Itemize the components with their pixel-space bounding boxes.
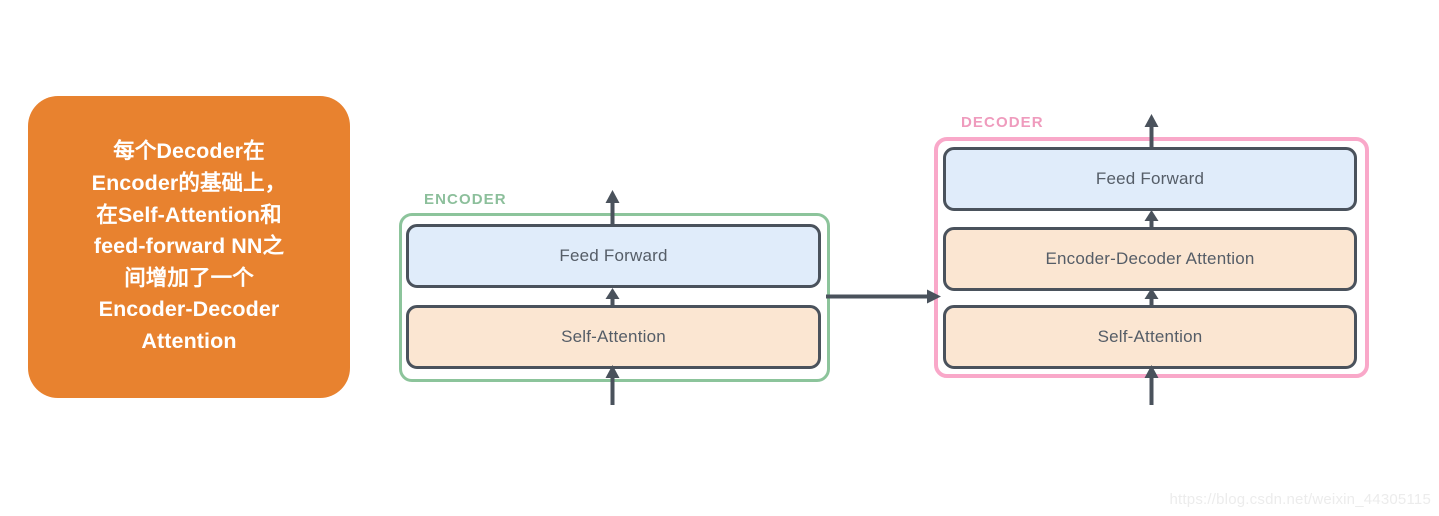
decoder-upper-internal-arrow (1143, 210, 1160, 228)
decoder-self-attention-block[interactable]: Self-Attention (943, 305, 1357, 369)
decoder-self-attention-label: Self-Attention (1097, 327, 1203, 346)
encoder-feed-forward-block[interactable]: Feed Forward (406, 224, 821, 288)
decoder-output-arrow (1143, 114, 1160, 150)
csdn-watermark: https://blog.csdn.net/weixin_44305115 (1169, 491, 1431, 508)
decoder-input-arrow (1143, 365, 1160, 405)
encoder-self-attention-label: Self-Attention (561, 327, 666, 346)
encoder-output-arrow (604, 190, 621, 226)
decoder-encoder-decoder-attention-block[interactable]: Encoder-Decoder Attention (943, 227, 1357, 291)
encoder-internal-arrow (604, 288, 621, 306)
encoder-group-label: ENCODER (424, 191, 507, 208)
decoder-feed-forward-label: Feed Forward (1095, 169, 1205, 188)
decoder-encoder-decoder-attention-label: Encoder-Decoder Attention (1045, 249, 1255, 268)
encoder-to-decoder-arrow (826, 288, 941, 305)
decoder-feed-forward-block[interactable]: Feed Forward (943, 147, 1357, 211)
annotation-card: 每个Decoder在 Encoder的基础上， 在Self-Attention和… (28, 96, 350, 398)
encoder-feed-forward-label: Feed Forward (559, 246, 668, 265)
decoder-lower-internal-arrow (1143, 288, 1160, 306)
encoder-input-arrow (604, 365, 621, 405)
encoder-self-attention-block[interactable]: Self-Attention (406, 305, 821, 369)
annotation-card-text: 每个Decoder在 Encoder的基础上， 在Self-Attention和… (91, 139, 287, 353)
decoder-group-label: DECODER (961, 114, 1044, 131)
